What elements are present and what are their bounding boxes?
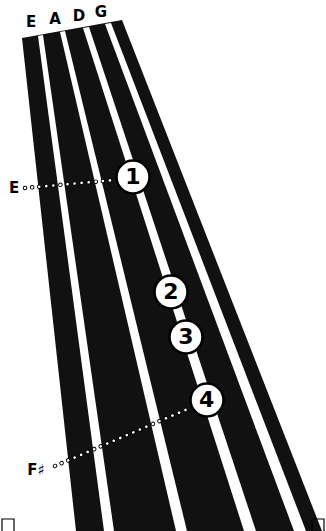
leader-dots <box>25 180 114 188</box>
finger-circle: 3 <box>168 319 204 355</box>
circle-outline <box>169 321 202 354</box>
finger-number: 2 <box>153 274 189 310</box>
string-name: E <box>26 15 36 30</box>
finger-circle: 2 <box>153 274 189 310</box>
finger-number: 3 <box>178 326 193 348</box>
circle-outline <box>154 276 187 309</box>
d-string <box>83 27 256 531</box>
finger-number: 4 <box>199 389 214 411</box>
leader-dots <box>25 180 114 188</box>
finger-number: 2 <box>163 281 178 303</box>
g-string <box>105 23 306 531</box>
circle-outline <box>190 384 223 417</box>
corner-mark <box>312 519 324 531</box>
finger-circle: 1 <box>115 159 151 195</box>
a-string <box>60 31 187 531</box>
leader-dots <box>55 408 190 466</box>
finger-circle: 4 <box>189 382 225 418</box>
note-name: F♯ <box>27 463 45 478</box>
string-name: D <box>73 9 85 24</box>
fingerboard-body <box>22 20 322 531</box>
corner-mark <box>2 519 14 531</box>
finger-number: 1 <box>115 159 151 195</box>
note-name: E <box>9 181 19 196</box>
leader-dots <box>55 408 190 466</box>
circle-outline <box>116 161 149 194</box>
string-name: G <box>95 5 107 20</box>
finger-number: 4 <box>189 382 225 418</box>
finger-number: 3 <box>168 319 204 355</box>
string-name: A <box>49 12 61 27</box>
finger-number: 1 <box>125 166 140 188</box>
